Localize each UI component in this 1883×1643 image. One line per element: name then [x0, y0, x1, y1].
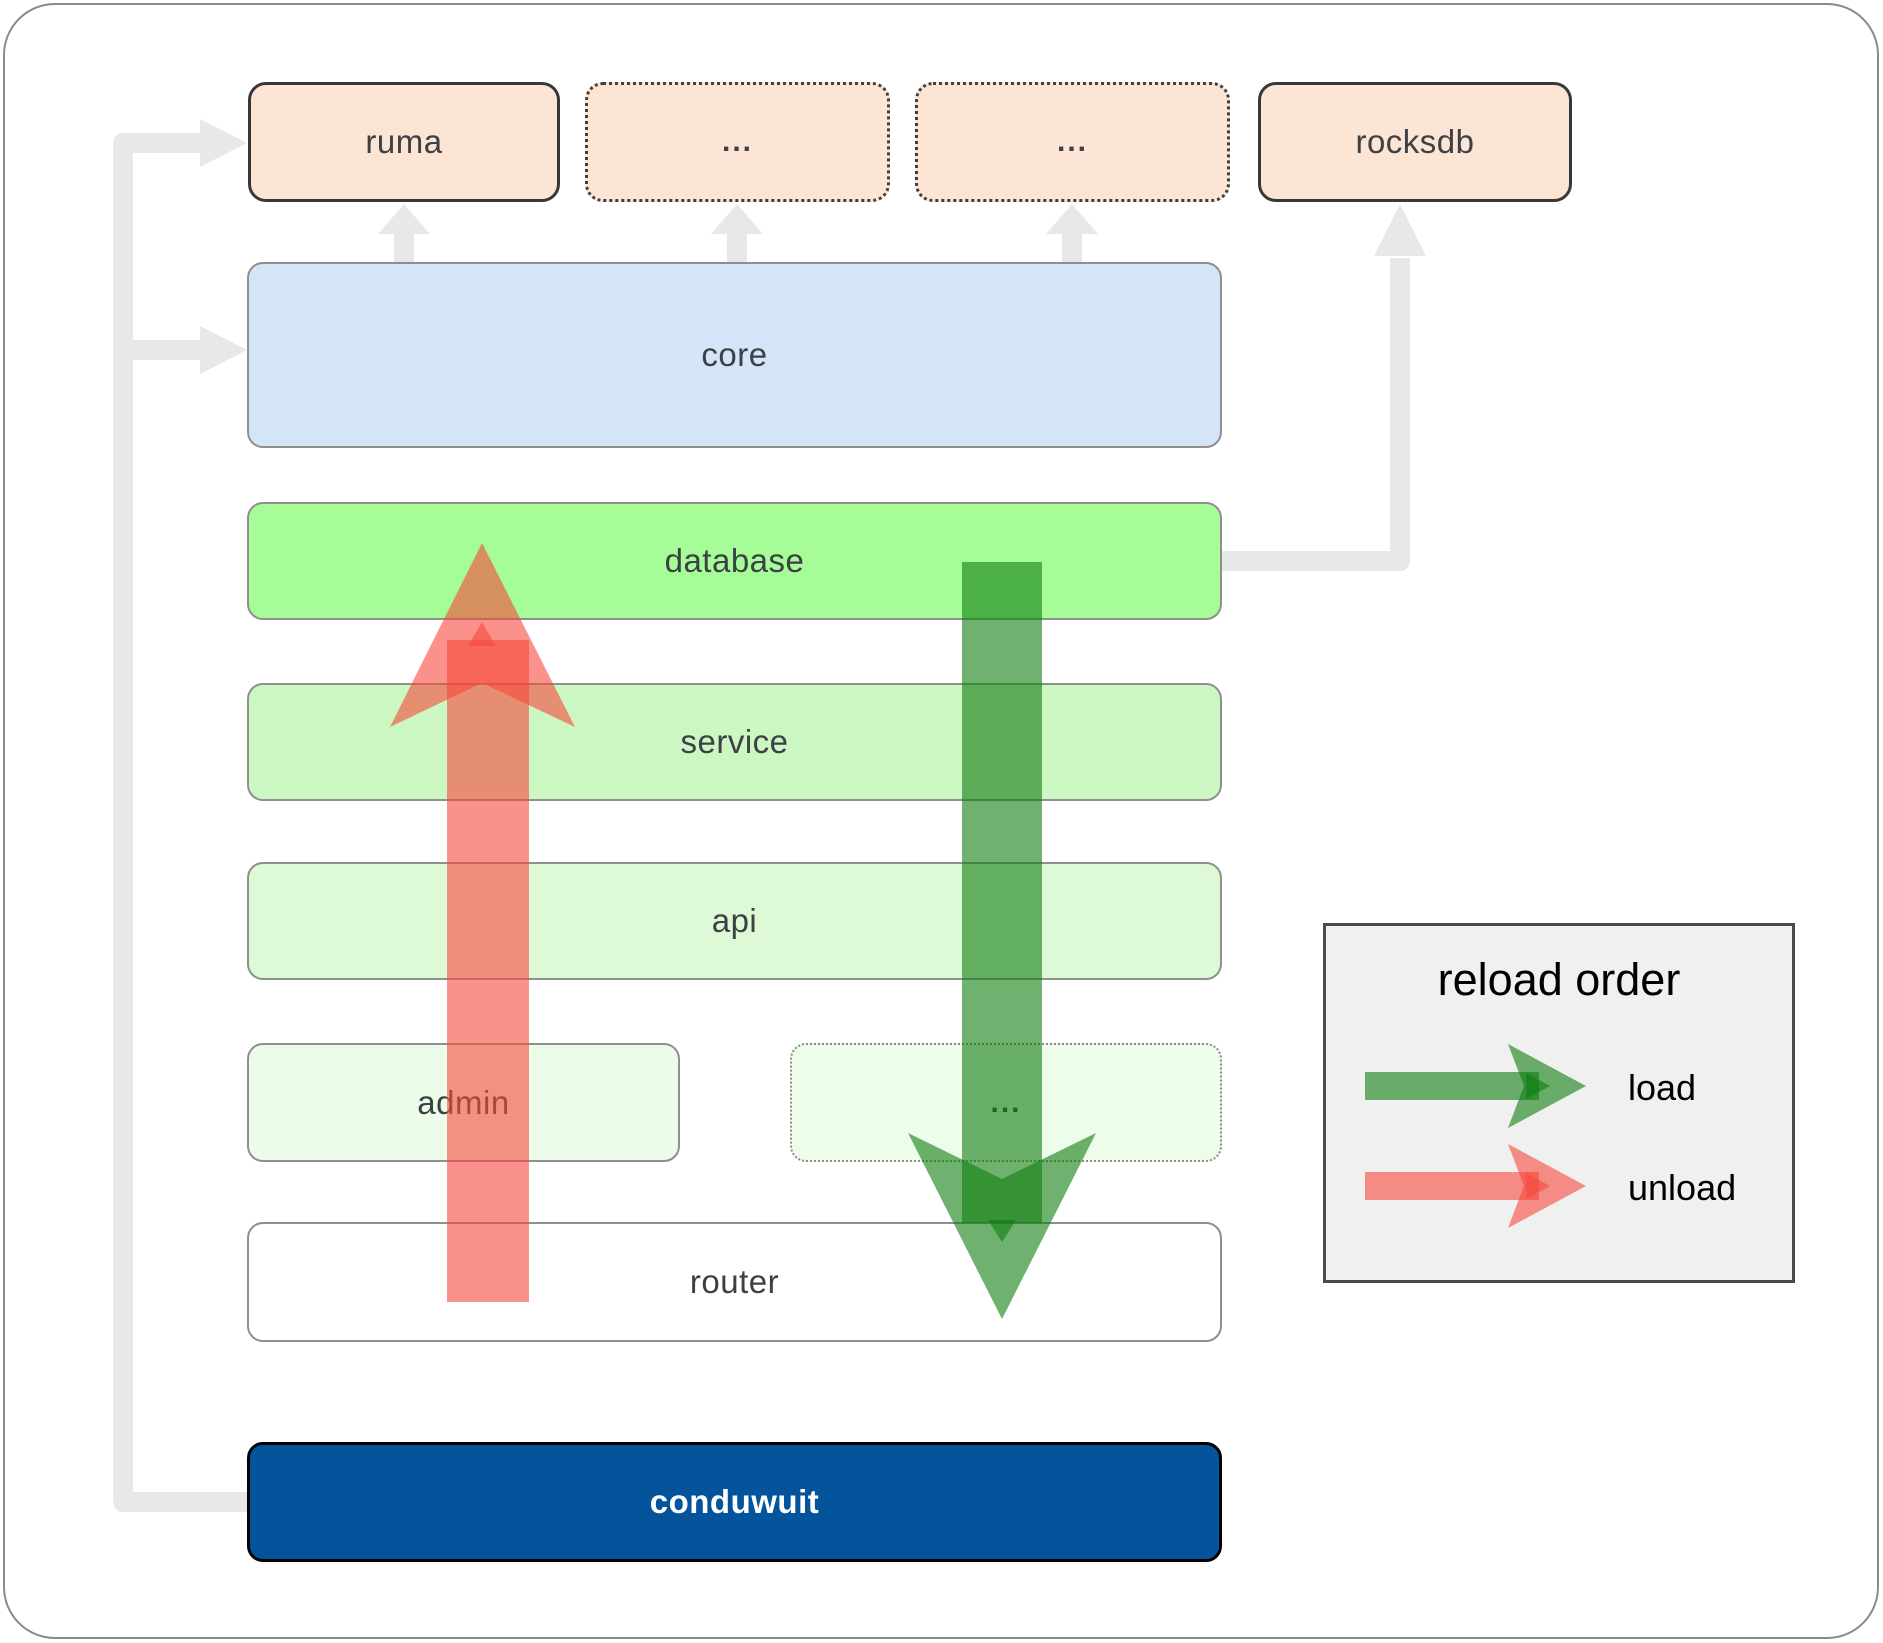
unload-arrow	[390, 543, 575, 1302]
unload-arrow-icon	[1365, 1144, 1586, 1228]
load-arrow-icon-nub	[1526, 1073, 1550, 1099]
node-dependency-dots-1-label: ...	[721, 125, 753, 158]
node-service-label: service	[680, 723, 789, 760]
node-router-label: router	[689, 1263, 780, 1300]
node-core: core	[247, 262, 1222, 448]
load-arrow-icon	[1365, 1044, 1586, 1128]
arrowhead-into-dots1-bottom	[711, 204, 763, 234]
legend-load-label: load	[1628, 1067, 1697, 1108]
node-dependency-dots-2-label: ...	[1056, 125, 1088, 158]
unload-arrow-icon-nub	[1526, 1173, 1550, 1199]
arrowhead-into-ruma-bottom	[378, 204, 430, 234]
node-dependency-dots-2: ...	[915, 82, 1230, 202]
unload-arrow-icon-shaft	[1365, 1172, 1539, 1200]
legend-panel: reload order load unload	[1323, 923, 1795, 1283]
connector-conduwuit-to-ruma	[113, 133, 247, 1512]
load-arrow-icon-shaft	[1365, 1072, 1539, 1100]
node-dependency-dots-1: ...	[585, 82, 890, 202]
arrowhead-into-dots2-bottom	[1046, 204, 1098, 234]
arrowhead-into-core-left	[200, 326, 247, 374]
connector-database-to-rocksdb	[1222, 258, 1410, 571]
load-arrow-marker-nub	[988, 1220, 1016, 1242]
node-api: api	[247, 862, 1222, 980]
node-core-label: core	[701, 336, 768, 373]
node-conduwuit: conduwuit	[247, 1442, 1222, 1562]
arrowhead-into-rocksdb-bottom	[1374, 204, 1426, 256]
node-conduwuit-label: conduwuit	[649, 1483, 820, 1520]
unload-arrow-shaft	[447, 640, 529, 1302]
node-rocksdb-label: rocksdb	[1355, 123, 1475, 160]
node-rocksdb: rocksdb	[1258, 82, 1572, 202]
node-router: router	[247, 1222, 1222, 1342]
node-database-label: database	[664, 542, 805, 579]
node-ruma: ruma	[248, 82, 560, 202]
unload-arrow-marker-nub	[468, 622, 496, 646]
arrowhead-into-ruma-left	[200, 119, 247, 167]
load-arrow	[908, 562, 1096, 1319]
legend-unload-label: unload	[1628, 1167, 1737, 1208]
node-api-label: api	[711, 902, 758, 939]
node-ruma-label: ruma	[365, 123, 443, 160]
legend-title: reload order	[1437, 954, 1681, 1005]
node-database: database	[247, 502, 1222, 620]
load-arrow-shaft	[962, 562, 1042, 1223]
